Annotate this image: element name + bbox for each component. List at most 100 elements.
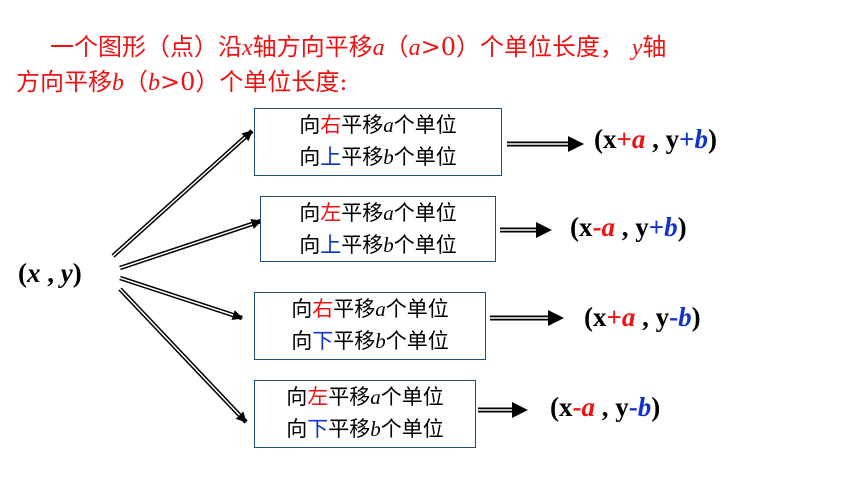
direction-up: 上 xyxy=(320,145,342,169)
var-b: b xyxy=(664,212,678,242)
direction-left: 左 xyxy=(307,385,329,409)
vertical-shift-label: 向上平移b个单位 xyxy=(261,229,495,261)
direction-down: 下 xyxy=(312,329,334,353)
comma: , xyxy=(40,258,61,288)
var-y: y xyxy=(631,35,643,61)
var-b: b xyxy=(383,145,394,169)
vertical-shift-label: 向下平移b个单位 xyxy=(255,325,485,357)
fan-arrow-4 xyxy=(118,287,248,424)
text: (x xyxy=(594,124,617,154)
result-arrow-2 xyxy=(500,222,552,238)
direction-left: 左 xyxy=(320,201,342,225)
var-a: a xyxy=(372,35,385,61)
horizontal-shift-label: 向右平移a个单位 xyxy=(255,109,501,141)
horizontal-shift-label: 向右平移a个单位 xyxy=(255,293,485,325)
intro-text-segment: >0）个单位长度: xyxy=(160,68,348,96)
text: 平移 xyxy=(333,329,376,353)
text: 向 xyxy=(291,297,313,321)
text: 个单位 xyxy=(385,297,449,321)
text: 平移 xyxy=(341,113,384,137)
text: ) xyxy=(677,212,687,242)
var-y: y xyxy=(60,258,73,288)
var-b: b xyxy=(637,392,652,422)
intro-text-segment: >0）个单位长度， xyxy=(420,33,625,61)
var-a: a xyxy=(408,35,421,61)
intro-line-1: 一个图形（点）沿x轴方向平移a（a>0）个单位长度， y轴 xyxy=(16,30,846,65)
operator: + xyxy=(616,124,632,154)
text: ) xyxy=(691,302,701,332)
var-b: b xyxy=(370,417,381,441)
text: 平移 xyxy=(341,233,384,257)
case-box-4: 向左平移a个单位 向下平移b个单位 xyxy=(254,380,476,448)
result-arrow-4 xyxy=(478,402,528,418)
fan-arrow-3 xyxy=(119,275,243,321)
intro-text-segment: 轴 xyxy=(642,33,667,61)
text: , y xyxy=(595,392,629,422)
text: 个单位 xyxy=(380,417,444,441)
var-b: b xyxy=(383,233,394,257)
var-a: a xyxy=(383,201,394,225)
intro-text-segment: （ xyxy=(124,68,148,96)
text: , y xyxy=(615,212,649,242)
intro-text-segment: 轴方向平移 xyxy=(252,33,373,61)
text: (x xyxy=(550,392,573,422)
horizontal-shift-label: 向左平移a个单位 xyxy=(255,381,475,413)
text: 向 xyxy=(299,113,321,137)
text: (x xyxy=(584,302,607,332)
operator: + xyxy=(648,212,665,242)
direction-right: 右 xyxy=(312,297,334,321)
result-coordinate-2: (x-a , y+b) xyxy=(570,212,687,243)
result-arrow-1 xyxy=(507,136,584,152)
intro-text-segment: （ xyxy=(384,33,409,61)
text: (x xyxy=(570,212,593,242)
vertical-shift-label: 向上平移b个单位 xyxy=(255,141,501,173)
fan-arrow-1 xyxy=(111,129,254,258)
operator: - xyxy=(669,302,679,332)
operator: - xyxy=(628,392,638,422)
source-point: (x , y) xyxy=(18,258,82,289)
var-a: a xyxy=(581,392,596,422)
text: ) xyxy=(651,392,661,422)
result-arrow-3 xyxy=(490,310,564,326)
var-x: x xyxy=(27,258,41,288)
var-x: x xyxy=(242,35,253,61)
var-b: b xyxy=(375,329,386,353)
text: 个单位 xyxy=(380,385,444,409)
text: 平移 xyxy=(328,385,371,409)
intro-text-segment: 一个图形（点）沿 xyxy=(50,33,242,61)
operator: - xyxy=(572,392,582,422)
paren-open: ( xyxy=(18,258,27,288)
direction-down: 下 xyxy=(307,417,329,441)
text: , y xyxy=(645,124,680,154)
direction-up: 上 xyxy=(320,233,342,257)
result-coordinate-4: (x-a , y-b) xyxy=(550,392,660,423)
text: ) xyxy=(708,124,718,154)
var-a: a xyxy=(631,124,646,154)
var-b: b xyxy=(148,70,160,96)
intro-text: 一个图形（点）沿x轴方向平移a（a>0）个单位长度， y轴 方向平移b（b>0）… xyxy=(16,30,846,100)
var-b: b xyxy=(694,124,709,154)
intro-line-2: 方向平移b（b>0）个单位长度: xyxy=(16,65,846,100)
var-a: a xyxy=(383,113,394,137)
result-coordinate-1: (x+a , y+b) xyxy=(594,124,717,155)
fan-arrow-2 xyxy=(119,218,262,271)
operator: + xyxy=(606,302,622,332)
text: 平移 xyxy=(341,201,384,225)
case-box-3: 向右平移a个单位 向下平移b个单位 xyxy=(254,292,486,360)
operator: + xyxy=(679,124,695,154)
var-b: b xyxy=(112,70,124,96)
text: 个单位 xyxy=(385,329,449,353)
text: 向 xyxy=(286,417,308,441)
operator: - xyxy=(592,212,602,242)
text: 个单位 xyxy=(393,113,457,137)
text: 个单位 xyxy=(393,233,457,257)
text: 平移 xyxy=(341,145,384,169)
paren-close: ) xyxy=(72,258,82,288)
var-a: a xyxy=(375,297,386,321)
horizontal-shift-label: 向左平移a个单位 xyxy=(261,197,495,229)
text: 向 xyxy=(299,201,321,225)
text: , y xyxy=(635,302,670,332)
var-b: b xyxy=(678,302,692,332)
vertical-shift-label: 向下平移b个单位 xyxy=(255,413,475,445)
intro-text-segment: 方向平移 xyxy=(16,68,112,96)
